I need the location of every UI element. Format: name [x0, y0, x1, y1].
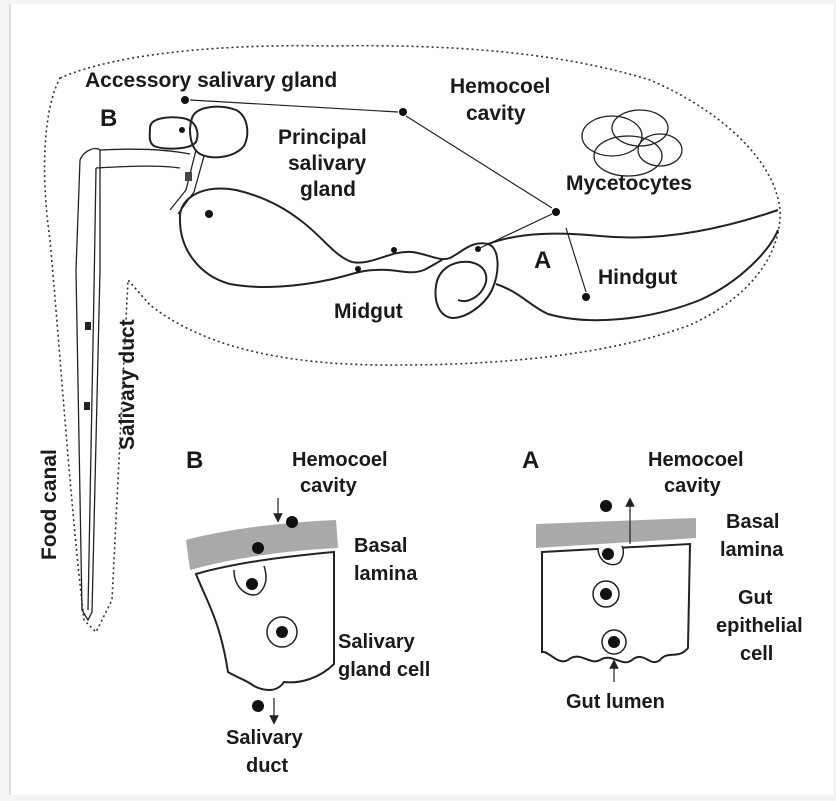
label-hemocoel: Hemocoel	[450, 75, 550, 98]
detail-b-salivary-gland-cell: B Hemocoel cavity Basal lamina Salivary …	[186, 447, 430, 777]
detail-a-virion	[608, 636, 620, 648]
pointer-line	[566, 228, 586, 292]
gland-duct-marker	[185, 172, 192, 181]
detail-b-virion	[252, 542, 264, 554]
detail-a-cell-epithelial: epithelial	[716, 615, 803, 637]
detail-a-basal-lamina	[536, 518, 696, 548]
insect-body: Accessory salivary gland B Hemocoel cavi…	[38, 46, 780, 632]
midgut	[180, 188, 498, 318]
detail-b-virion	[246, 578, 258, 590]
detail-b-virion	[252, 700, 264, 712]
virion-dot	[399, 108, 407, 116]
label-hindgut: Hindgut	[598, 266, 677, 289]
detail-b-hemocoel: Hemocoel	[292, 449, 388, 471]
virion-dot	[391, 247, 397, 253]
detail-a-gut-epithelial-cell: A Hemocoel cavity Basal lamina Gut epith…	[522, 447, 803, 713]
body-outline	[45, 46, 781, 632]
salivary-duct-tube	[88, 168, 96, 610]
detail-b-virion	[276, 626, 288, 638]
label-accessory-salivary-gland: Accessory salivary gland	[85, 69, 337, 92]
virion-dot	[181, 96, 189, 104]
detail-a-basal: Basal	[726, 511, 779, 533]
label-food-canal: Food canal	[38, 449, 61, 560]
pointer-line	[406, 116, 552, 208]
detail-a-virion	[600, 500, 612, 512]
overview-letter-b: B	[100, 105, 117, 132]
detail-a-gut-lumen: Gut lumen	[566, 691, 665, 713]
label-cavity: cavity	[466, 102, 526, 125]
virion-dot	[205, 210, 213, 218]
label-mycetocytes: Mycetocytes	[566, 172, 692, 195]
label-salivary-duct: Salivary duct	[116, 319, 139, 450]
pointer-line	[478, 214, 552, 249]
salivary-duct-link	[96, 149, 190, 168]
virion-dot	[582, 293, 590, 301]
principal-salivary-gland	[190, 107, 247, 158]
virion-dot	[355, 266, 361, 272]
detail-b-virion	[286, 516, 298, 528]
label-salivary: salivary	[288, 152, 367, 175]
detail-b-duct-salivary: Salivary	[226, 727, 304, 749]
detail-b-cell-gland: gland cell	[338, 659, 430, 681]
detail-b-basal: Basal	[354, 535, 407, 557]
detail-a-cavity: cavity	[664, 475, 722, 497]
detail-b-duct: duct	[246, 755, 289, 777]
virion-dot	[552, 208, 560, 216]
detail-a-virion	[602, 548, 614, 560]
duct-marker	[84, 402, 90, 410]
label-midgut: Midgut	[334, 300, 403, 323]
detail-a-lamina: lamina	[720, 539, 784, 561]
mycetocytes-cluster	[582, 110, 682, 176]
detail-b-cell-salivary: Salivary	[338, 631, 416, 653]
detail-b-lamina: lamina	[354, 563, 418, 585]
label-gland: gland	[300, 178, 356, 201]
detail-a-hemocoel: Hemocoel	[648, 449, 744, 471]
detail-b-letter: B	[186, 447, 203, 474]
gland-duct	[170, 150, 204, 214]
food-canal-tube	[76, 148, 100, 620]
detail-a-cell-gut: Gut	[738, 587, 773, 609]
duct-marker	[85, 322, 91, 330]
detail-a-cell-cell: cell	[740, 643, 773, 665]
detail-a-letter: A	[522, 447, 539, 474]
detail-b-cavity: cavity	[300, 475, 358, 497]
overview-letter-a: A	[534, 247, 551, 274]
virion-dot	[179, 127, 185, 133]
detail-a-virion	[600, 588, 612, 600]
label-principal: Principal	[278, 126, 367, 149]
